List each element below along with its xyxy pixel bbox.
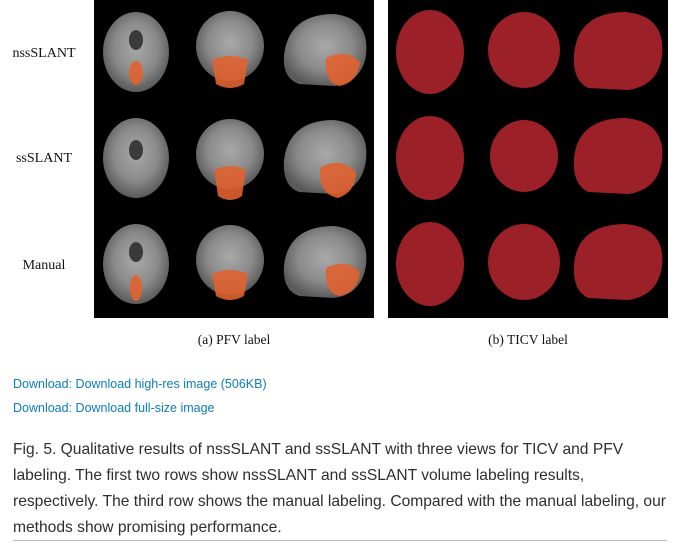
manual-axial-ticv [396,222,464,306]
nssslant-axial-ticv [396,10,464,94]
nssslant-coronal-brain [196,11,264,88]
nssslant-sagittal-ticv [573,12,663,90]
divider [13,540,667,541]
download-high-res-link[interactable]: Download: Download high-res image (506KB… [13,377,267,391]
figure-5: nssSLANT ssSLANT Manual [12,0,668,347]
panel-b-caption: (b) TICV label [488,332,568,347]
nssslant-axial-brain [103,12,169,92]
manual-axial-brain [103,224,169,304]
manual-sagittal-brain [283,226,367,298]
ticv-label-panel [388,0,668,318]
figure-caption: Fig. 5. Qualitative results of nssSLANT … [13,441,666,536]
download-links: Download: Download high-res image (506KB… [13,376,267,424]
ssslant-axial-ticv [396,116,464,200]
panel-a-caption: (a) PFV label [197,332,271,347]
ssslant-coronal-ticv [490,120,558,192]
row-label-nssslant: nssSLANT [12,46,76,61]
manual-sagittal-ticv [573,224,663,300]
ssslant-sagittal-brain [283,120,367,198]
nssslant-sagittal-brain [283,14,367,86]
ssslant-coronal-brain [196,119,264,200]
manual-coronal-ticv [488,224,560,300]
ssslant-axial-brain [103,118,169,198]
nssslant-coronal-ticv [488,12,560,88]
row-label-manual: Manual [22,258,66,273]
pfv-label-panel [94,0,374,318]
ssslant-sagittal-ticv [573,118,663,194]
manual-coronal-brain [196,225,264,300]
row-label-ssslant: ssSLANT [15,151,72,166]
download-full-size-link[interactable]: Download: Download full-size image [13,401,215,415]
